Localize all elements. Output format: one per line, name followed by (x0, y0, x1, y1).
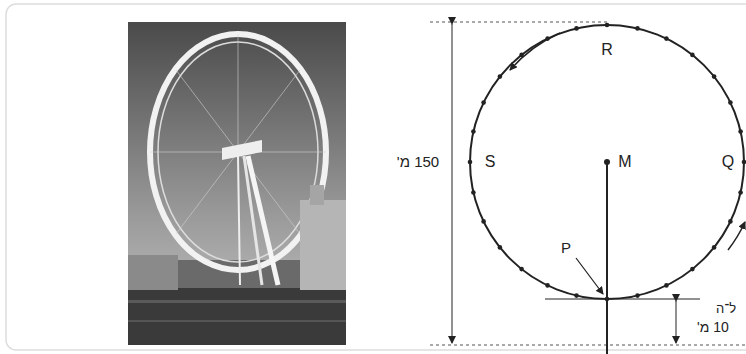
point-label: M (618, 153, 631, 171)
cabin-dot (635, 293, 640, 298)
cabin-dot (690, 53, 695, 58)
direction-arrow (728, 222, 745, 250)
point-label: P (561, 240, 571, 257)
cabin-dot (664, 283, 669, 288)
support (606, 162, 608, 354)
ground-line (430, 345, 746, 346)
cabin-dot (635, 26, 640, 31)
cabin-dot (471, 190, 476, 195)
photo (128, 22, 346, 345)
leader-line (576, 258, 603, 294)
cabin-dot (545, 283, 550, 288)
cabin-dot (712, 245, 717, 250)
cabin-dot (738, 129, 743, 134)
top-ref-line (430, 22, 607, 23)
note-label: ל־ה (714, 302, 738, 316)
cabin-dot (712, 74, 717, 79)
cabin-dot (738, 190, 743, 195)
cabin-dot (498, 74, 503, 79)
cabin-dot (498, 245, 503, 250)
point-label: R (601, 41, 613, 59)
cabin-dot (605, 23, 610, 28)
dimension-label: 150 מ' (395, 154, 441, 171)
cabin-dot (481, 100, 486, 105)
cabin-dot (728, 100, 733, 105)
cabin-dot (481, 219, 486, 224)
platform-line (545, 299, 700, 300)
frame (6, 4, 746, 350)
height-dimension (452, 24, 453, 343)
direction-arrow (510, 33, 560, 70)
cabin-dot (574, 26, 579, 31)
platform-height-dimension (676, 301, 677, 343)
dimension-label: 10 מ' (695, 320, 731, 335)
cabin-dot (728, 219, 733, 224)
cabin-dot (742, 160, 746, 165)
point-label: Q (722, 153, 734, 171)
cabin-dot (690, 267, 695, 272)
point-label: S (485, 153, 496, 171)
cabin-dot (574, 293, 579, 298)
cabin-dot (519, 267, 524, 272)
cabin-dot (471, 129, 476, 134)
cabin-dot (664, 36, 669, 41)
cabin-dot (468, 160, 473, 165)
